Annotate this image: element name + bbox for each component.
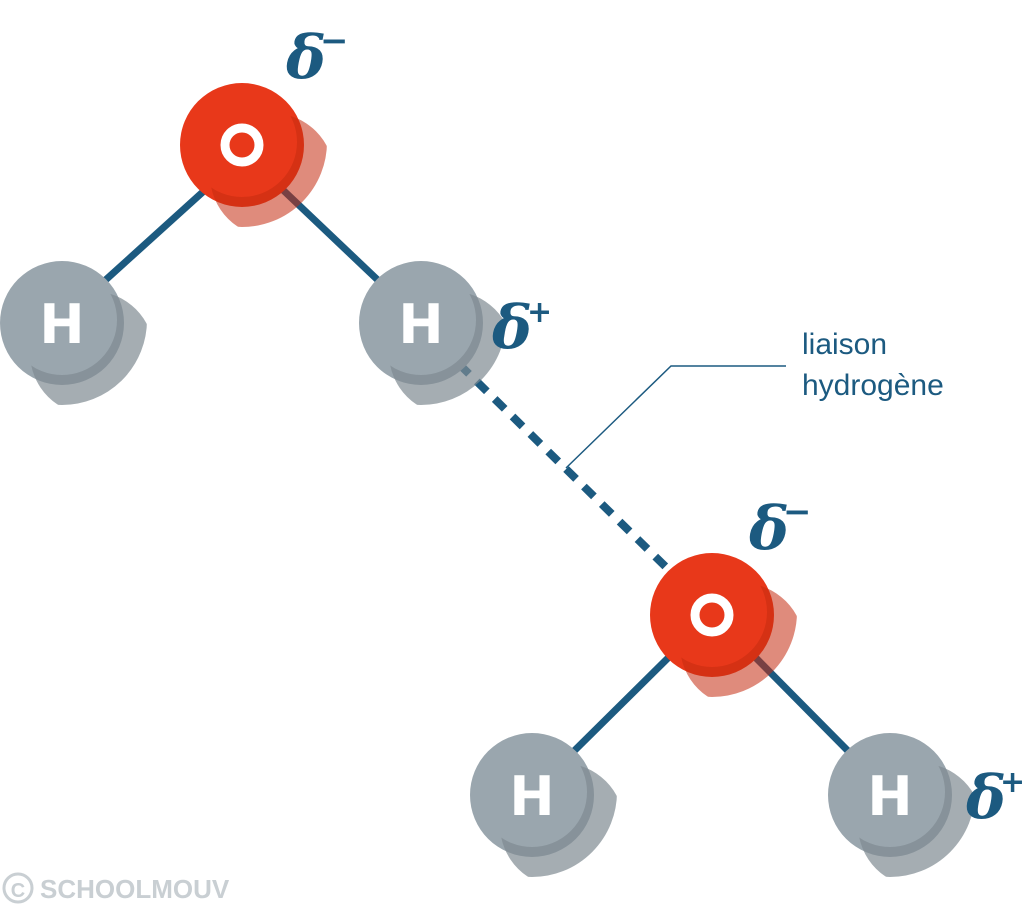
partial-charge-o1: δ − — [285, 21, 349, 93]
negative-sign: − — [783, 492, 812, 532]
covalent-bonds — [97, 187, 855, 758]
label-line-1: liaison — [802, 328, 887, 361]
bond-o1-h2 — [280, 187, 386, 288]
negative-sign: − — [320, 21, 349, 61]
label-leader-line — [565, 365, 786, 469]
hydrogen-atom-4: H — [828, 733, 975, 877]
positive-sign: + — [1000, 765, 1025, 800]
hydrogen-symbol-1: H — [39, 293, 84, 356]
oxygen-atom-1: O — [180, 83, 327, 227]
water-molecule-1: O H H — [0, 83, 506, 405]
watermark: © SCHOOLMOUV C — [2, 872, 230, 904]
oxygen-atom-2: O — [650, 553, 797, 697]
hydrogen-bond-label: liaison hydrogène — [802, 328, 944, 402]
bond-o2-h4 — [753, 655, 855, 758]
delta-symbol: δ — [965, 763, 1006, 833]
hydrogen-symbol-3: H — [509, 765, 554, 828]
hydrogen-atom-3: H — [470, 733, 617, 877]
positive-sign: + — [527, 295, 552, 330]
hydrogen-atom-2: H — [359, 261, 506, 405]
partial-charge-h4: δ + — [965, 763, 1025, 833]
delta-symbol: δ — [285, 23, 326, 93]
hydrogen-symbol-4: H — [867, 765, 912, 828]
bond-o2-h3 — [567, 655, 671, 758]
delta-symbol: δ — [748, 494, 789, 564]
copyright-icon — [2, 872, 34, 904]
delta-symbol: δ — [491, 293, 532, 363]
partial-charge-h2: δ + — [491, 293, 552, 363]
hydrogen-symbol-2: H — [398, 293, 443, 356]
partial-charge-o2: δ − — [748, 492, 812, 564]
brand-name: SCHOOLMOUV — [40, 874, 230, 904]
bond-o1-h1 — [97, 187, 208, 288]
copyright-c: C — [11, 880, 25, 902]
water-molecule-2: O H H — [470, 553, 975, 877]
hydrogen-atom-1: H — [0, 261, 147, 405]
label-line-2: hydrogène — [802, 369, 944, 402]
